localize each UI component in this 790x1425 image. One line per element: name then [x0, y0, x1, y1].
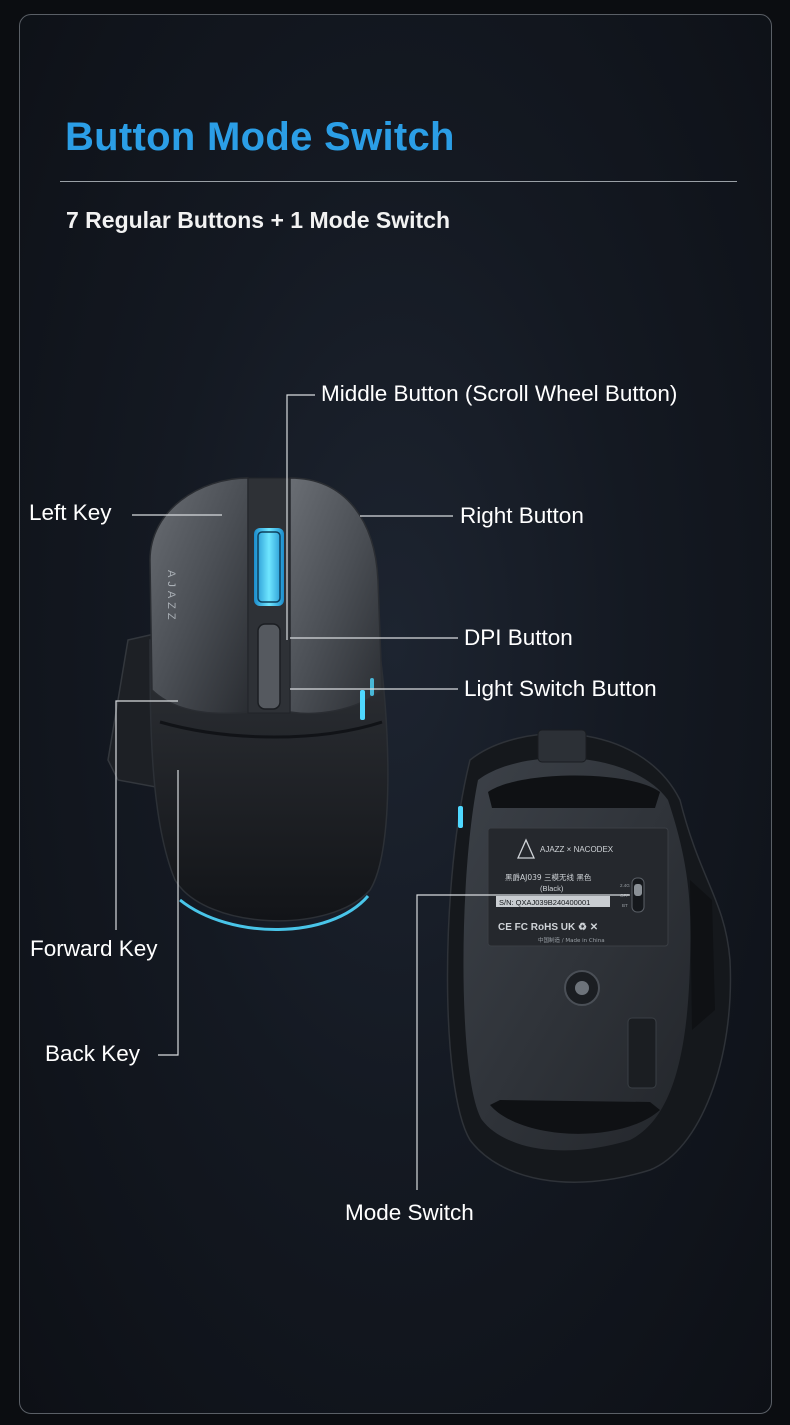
label-forward-key: Forward Key: [30, 936, 158, 961]
bottom-mouse: AJAZZ × NACODEX 黑爵AJ039 三模无线 黑色 (Black) …: [446, 729, 732, 1183]
page-title: Button Mode Switch: [65, 115, 455, 159]
label-model: 黑爵AJ039 三模无线 黑色: [505, 872, 592, 882]
leader-lines: [115, 394, 630, 1190]
page-subtitle: 7 Regular Buttons + 1 Mode Switch: [66, 207, 451, 233]
switch-pos-bt: BT: [622, 903, 628, 908]
label-left-key: Left Key: [29, 500, 112, 525]
brand-logo-icon: [516, 838, 536, 859]
label-dpi-button: DPI Button: [464, 625, 573, 650]
leader-middle: [286, 394, 315, 640]
label-light-switch-button: Light Switch Button: [464, 676, 657, 701]
cert-marks: CE FC RoHS UK ♻ ✕: [498, 922, 598, 933]
battery-cover: [627, 1017, 657, 1089]
leader-forward: [115, 700, 178, 930]
foot-bottom: [490, 1100, 660, 1134]
light-ring: [179, 895, 370, 931]
right-shell: [289, 477, 383, 715]
leader-mode: [416, 894, 630, 1190]
leader-back: [158, 770, 179, 1056]
brand-print-top: AJAZZ: [165, 570, 177, 624]
switch-pos-24g: 2.4G: [620, 883, 630, 888]
label-middle-button: Middle Button (Scroll Wheel Button): [321, 381, 678, 406]
label-back-key: Back Key: [45, 1041, 141, 1066]
label-color: (Black): [540, 884, 564, 893]
bottom-led: [458, 806, 463, 828]
label-serial: S/N: QXAJ039B240400001: [499, 898, 590, 907]
bottom-shell: [463, 758, 691, 1151]
label-origin: 中国制造 / Made in China: [538, 936, 605, 944]
side-led: [360, 690, 365, 720]
scroll-wheel: [254, 528, 284, 606]
dongle-slot: [537, 729, 587, 763]
foot-top: [488, 775, 660, 808]
left-shell: [149, 477, 249, 715]
dpi-button-shape: [257, 623, 281, 710]
label-mode-switch: Mode Switch: [345, 1200, 474, 1225]
serial-box: [496, 896, 610, 907]
title-divider: [60, 181, 737, 182]
top-mouse: AJAZZ: [107, 477, 389, 931]
label-brand: AJAZZ × NACODEX: [540, 845, 614, 854]
label-right-button: Right Button: [460, 503, 584, 528]
foot-side: [690, 880, 715, 1030]
